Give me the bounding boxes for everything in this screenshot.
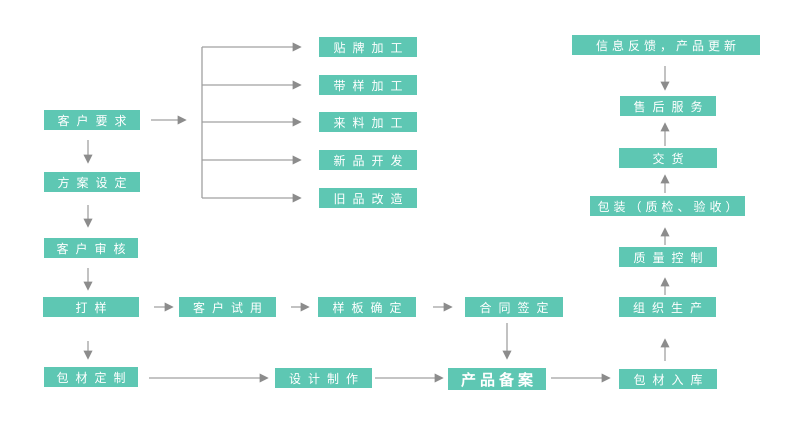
node-customer-review: 客户审核	[44, 238, 138, 258]
node-packaging-customization: 包材定制	[44, 367, 138, 387]
node-quality-control: 质量控制	[619, 247, 717, 267]
node-product-registration: 产品备案	[448, 368, 546, 390]
node-customer-requirements: 客户要求	[44, 110, 140, 130]
node-oem-processing: 贴牌加工	[319, 37, 417, 57]
node-delivery: 交货	[619, 148, 717, 168]
node-customer-trial: 客户试用	[179, 297, 276, 317]
node-organize-production: 组织生产	[619, 297, 716, 317]
node-design-production: 设计制作	[275, 368, 372, 388]
node-incoming-material-processing: 来料加工	[319, 112, 417, 132]
node-new-product-development: 新品开发	[319, 150, 417, 170]
node-after-sales-service: 售后服务	[620, 96, 716, 116]
node-plan-setting: 方案设定	[44, 172, 140, 192]
node-old-product-renovation: 旧品改造	[319, 188, 417, 208]
node-contract-signing: 合同签定	[465, 297, 563, 317]
node-sampling: 打样	[43, 297, 139, 317]
node-packing-inspection-acceptance: 包装（质检、验收）	[590, 196, 745, 216]
node-feedback-product-update: 信息反馈，产品更新	[572, 35, 760, 55]
node-packaging-warehousing: 包材入库	[619, 369, 717, 389]
node-sample-confirmation: 样板确定	[318, 297, 416, 317]
node-with-sample-processing: 带样加工	[319, 75, 417, 95]
